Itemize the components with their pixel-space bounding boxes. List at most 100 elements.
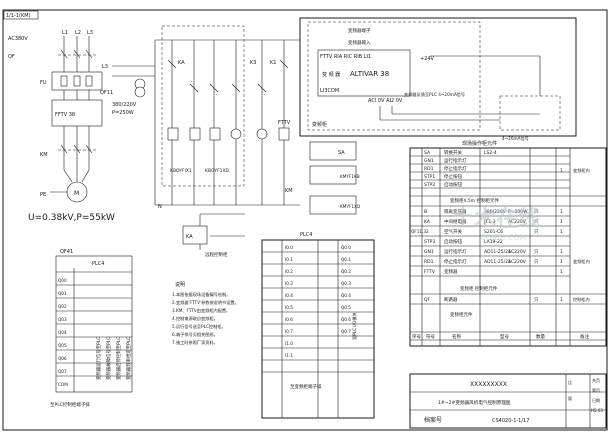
notes-line-4: 4.控制电源取自变频柜。 — [172, 315, 218, 322]
io-right-7: Q0.6 — [341, 317, 351, 322]
vfd-block — [51, 99, 103, 127]
dt2-r6-code: RD1 — [424, 259, 434, 265]
notes-line-3: 3.KM、FTTV由变频柜内配置。 — [172, 307, 230, 314]
dt-r5-name: 启动按钮 — [444, 181, 462, 188]
relay-code-km: KM — [285, 188, 293, 194]
plc-row-4: Q03 — [58, 317, 67, 322]
io-left-4: I0.3 — [285, 281, 293, 286]
dt2-r1-name: 隔离变压器 — [444, 208, 467, 215]
remote-note: 远程控制柜 — [205, 251, 228, 258]
title-block-border — [409, 373, 607, 429]
dt2-r2-qty: 1 — [560, 219, 563, 225]
coil-2 — [209, 127, 221, 141]
dt2-r2-name: 中间继电器 — [444, 218, 467, 225]
breaker-label: QF — [8, 54, 15, 60]
io-bottom-note: 至变频柜端子排 — [290, 383, 322, 390]
notes-line-2: 2.变频器'FTTV'参数按说明书设置。 — [172, 299, 239, 306]
dt2-r5-qty: 1 — [560, 249, 563, 255]
io-right-2: Q0.1 — [341, 257, 351, 262]
title-drawing-no: CS4020-1-1/17 — [492, 418, 529, 424]
pe-label: PE — [40, 192, 46, 198]
coil-label-2: KBOYF1XD — [205, 168, 230, 174]
dt2-r3-qty: 1 — [560, 229, 563, 235]
dt-right-col-3: 控制柜内 — [573, 296, 590, 303]
fuse-label: FU — [40, 80, 47, 86]
remote-sa-label: SA — [338, 150, 345, 156]
vfd-drive-box — [317, 49, 411, 97]
watermark: 土木在线 COIBB.COM — [452, 206, 540, 242]
vfd-model-prefix: 变 频 器 — [322, 71, 340, 78]
dt2-r5-code: GN1 — [424, 249, 434, 255]
plc-vnote-3: 变频器启停控制至PLC — [115, 337, 122, 380]
title-scale-2: 版 — [568, 395, 572, 401]
vfd-panel-border — [299, 17, 577, 137]
dt3-r1-unit: 只 — [534, 297, 539, 303]
control-line-l3: L3 — [102, 64, 108, 70]
header-tag-box — [3, 10, 39, 20]
dt2-r4-spec: LA19-22 — [484, 239, 503, 245]
title-right-1: 共页 — [592, 377, 600, 383]
control-circuit: L3 QF11 380/220V P=250W N KA K3 K1 — [100, 25, 300, 258]
remote-box-ka — [182, 225, 208, 245]
notes-line-5: 5.运行信号送至PLC控制柜。 — [172, 323, 226, 330]
title-right-2: 第页 — [592, 387, 600, 393]
dt2-r3-code: QF11.32 — [411, 229, 429, 234]
io-left-7: I0.6 — [285, 317, 293, 322]
dt-h-sym: 符号 — [426, 333, 435, 340]
transformer-rating: 380/220V — [112, 102, 137, 108]
plc-io-table: PLC4 I0.0 I0.1 I0.2 I0.3 I0.4 I0.5 I0.6 … — [261, 232, 375, 419]
vfd-cabinet-label: 变频柜 — [312, 121, 327, 128]
vfd-analog: ACI 0V AI2 0V — [368, 98, 403, 104]
dt-right-col-1: 变频柜内 — [573, 167, 590, 174]
dt-r3-name: 停止指示灯 — [444, 165, 467, 172]
io-right-3: Q0.2 — [341, 269, 351, 274]
feedback-module-label: 4~20mA信号 — [502, 135, 529, 142]
plc-row-8: Q07 — [58, 369, 67, 374]
io-left-1: I0.0 — [285, 245, 293, 250]
io-right-4: Q0.3 — [341, 281, 351, 286]
vfd-label: FFTV 38 — [55, 112, 75, 118]
device-table-footer-1: 变频柜元件 — [450, 311, 473, 318]
control-cabinet-outline — [161, 25, 245, 187]
dt2-r4-name: 启动按钮 — [444, 238, 462, 245]
notes-line-6: 6.端子排号见相关图纸。 — [172, 331, 218, 338]
remote-km1 — [309, 165, 357, 185]
dt-r4-name: 停止按钮 — [444, 173, 462, 180]
notes-title: 说明 — [175, 281, 185, 288]
title-block: XXXXXXXXX 1#~2#变频器风机电气控制原理图 档案号 CS4020-1… — [409, 373, 607, 429]
phase-label-l2: L2 — [75, 30, 81, 36]
dt2-r2-spec: JT1-3 — [483, 219, 496, 225]
dt2-r2-unit: 只 — [534, 219, 539, 225]
feedback-module — [499, 95, 561, 131]
relay-code-k1: K1 — [270, 60, 276, 66]
dt-r2-name: 运行指示灯 — [444, 157, 467, 164]
phase-label-l3: L3 — [87, 30, 93, 36]
io-left-10: I1.1 — [285, 353, 293, 358]
relay-code-k3: K3 — [250, 60, 256, 66]
dt-r5-code: STP2 — [424, 182, 435, 188]
plc-vnote-1: 变频器运行信号至PLC — [95, 337, 102, 380]
dt2-r6-unit: 只 — [534, 259, 539, 265]
plc-row-9: COM — [58, 382, 68, 387]
dt2-r6-extra: AC220V — [508, 259, 527, 265]
coil-1 — [189, 127, 201, 141]
title-drawing-title: 1#~2#变频器风机电气控制原理图 — [438, 399, 511, 406]
dt-right-col-2: 变频柜内 — [573, 258, 590, 265]
remote-switch-diagrams: SA KMYF1KB KMYF1XD — [309, 141, 360, 215]
dt2-r5-spec: AD11-25/21 — [484, 249, 511, 255]
notes-line-7: 7.施工时参照厂家资料。 — [172, 339, 218, 346]
relay-code-ka: KA — [178, 60, 185, 66]
dt2-r7-code: FTTV — [424, 269, 436, 275]
dt-r2-code: GN1 — [424, 158, 434, 164]
plc-section: QF41 PLC4 Q00 Q01 Q02 Q03 Q04 Q05 Q06 Q0… — [50, 249, 133, 408]
dt-r1-qty: 1 — [560, 168, 563, 174]
watermark-en: COIBB.COM — [480, 233, 527, 242]
title-scale-1: 比 — [568, 379, 572, 385]
title-right-4: HS.03 — [591, 408, 603, 413]
title-right-3: 日期 — [592, 397, 600, 403]
device-table-border — [409, 147, 607, 347]
title-project: XXXXXXXXX — [470, 381, 507, 388]
notes-line-1: 1.本图依据现场设备编号绘制。 — [172, 291, 230, 298]
